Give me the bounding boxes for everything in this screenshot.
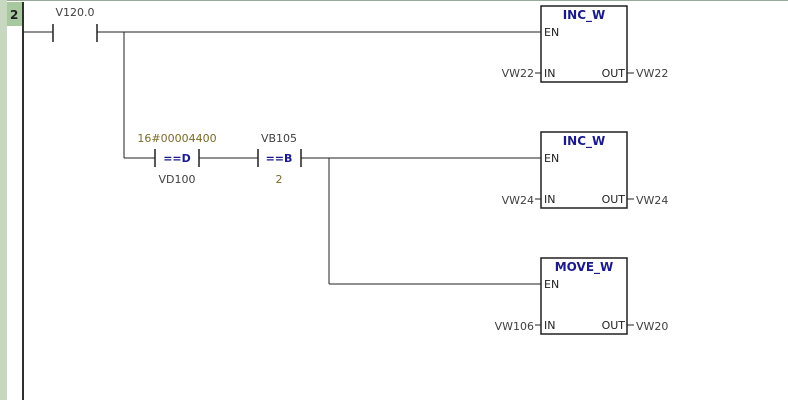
in-pin: IN: [544, 319, 555, 332]
box-title: INC_W: [563, 8, 606, 23]
contact-v120-label: V120.0: [55, 6, 94, 19]
compare-d-top-operand: 16#00004400: [137, 132, 216, 145]
in-operand: VW106: [495, 320, 534, 333]
en-pin: EN: [544, 278, 559, 291]
function-box-move-w[interactable]: MOVE_W EN IN OUT VW106 VW20: [495, 257, 669, 335]
in-pin: IN: [544, 193, 555, 206]
box-title: MOVE_W: [555, 260, 614, 275]
editor-gutter: [0, 0, 7, 400]
en-pin: EN: [544, 152, 559, 165]
compare-b-operator: ==B: [266, 152, 293, 165]
en-pin: EN: [544, 26, 559, 39]
compare-contact-b[interactable]: VB105 ==B 2: [257, 132, 302, 186]
out-pin: OUT: [602, 319, 626, 332]
power-rail: [22, 2, 24, 400]
compare-contact-d[interactable]: 16#00004400 ==D VD100: [137, 132, 216, 186]
contact-v120[interactable]: V120.0: [52, 6, 98, 42]
compare-b-top-operand: VB105: [261, 132, 297, 145]
box-title: INC_W: [563, 134, 606, 149]
compare-b-bottom-operand: 2: [276, 173, 283, 186]
out-pin: OUT: [602, 193, 626, 206]
function-box-inc-w-1[interactable]: INC_W EN IN OUT VW22 VW22: [502, 5, 669, 83]
out-operand: VW24: [636, 194, 668, 207]
rung-number-cell[interactable]: [7, 2, 22, 26]
out-operand: VW20: [636, 320, 668, 333]
compare-d-operator: ==D: [163, 152, 191, 165]
rung-number: 2: [10, 8, 19, 22]
rung-header: [7, 0, 788, 27]
out-operand: VW22: [636, 67, 668, 80]
in-pin: IN: [544, 67, 555, 80]
in-operand: VW22: [502, 67, 534, 80]
compare-d-bottom-operand: VD100: [159, 173, 196, 186]
in-operand: VW24: [502, 194, 534, 207]
out-pin: OUT: [602, 67, 626, 80]
function-box-inc-w-2[interactable]: INC_W EN IN OUT VW24 VW24: [502, 131, 669, 209]
